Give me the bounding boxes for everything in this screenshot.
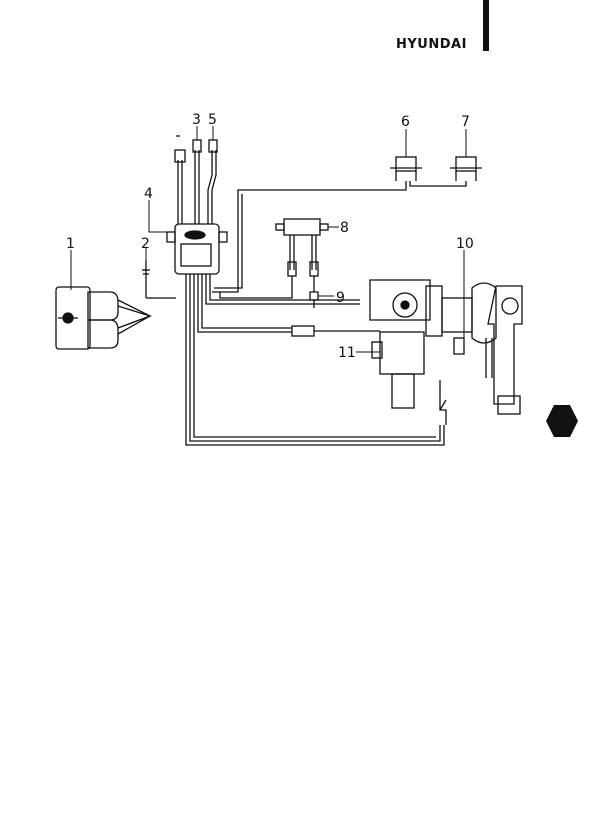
switch-6 — [390, 157, 422, 181]
ignition-coil — [56, 287, 150, 349]
callout-7: 7 — [461, 114, 470, 130]
relay-8 — [220, 219, 328, 298]
callout-labels: 1 2 3 4 5 6 7 8 9 10 11 — [66, 112, 474, 361]
switch-7 — [450, 157, 482, 181]
callout-6: 6 — [401, 114, 410, 130]
callout-11: 11 — [338, 345, 356, 361]
callout-5: 5 — [208, 112, 217, 128]
callout-2: 2 — [141, 236, 150, 252]
callout-10: 10 — [456, 236, 474, 252]
callout-4: 4 — [144, 186, 153, 202]
gas-valve — [370, 280, 522, 425]
callout-1: 1 — [66, 236, 75, 252]
ground-symbol — [142, 260, 176, 298]
callout-3: 3 — [192, 112, 201, 128]
control-unit — [167, 224, 227, 274]
black-hexagon-icon — [545, 404, 579, 438]
callout-8: 8 — [340, 220, 349, 236]
ht-leads — [175, 136, 217, 224]
callout-9: 9 — [336, 290, 345, 306]
